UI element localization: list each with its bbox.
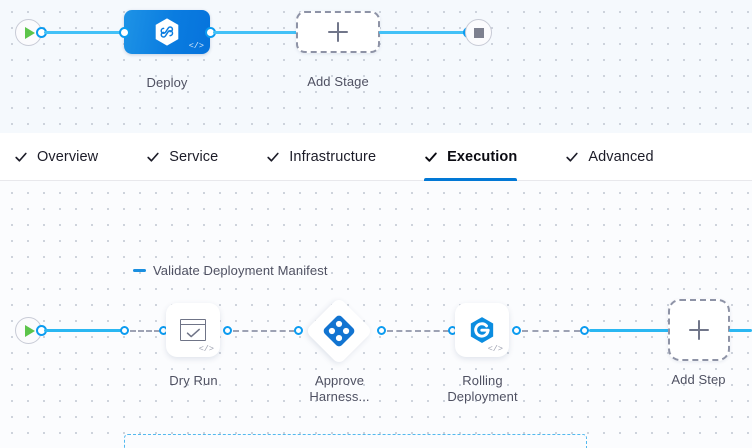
rolling-output-port[interactable]	[512, 326, 521, 335]
connector-addstep-right	[729, 329, 752, 332]
approve-output-port[interactable]	[377, 326, 386, 335]
step-node-dry-run[interactable]: </>	[166, 303, 220, 357]
plus-icon	[689, 320, 709, 340]
step-group-title: Validate Deployment Manifest	[153, 263, 328, 278]
dry-run-output-port[interactable]	[223, 326, 232, 335]
deploy-code-badge: </>	[188, 41, 204, 51]
stage-node-deploy[interactable]: </>	[124, 10, 210, 54]
connector-start-group	[44, 329, 122, 332]
tab-label-infrastructure: Infrastructure	[289, 148, 377, 165]
dashed-connector-dryrun-approve	[233, 330, 295, 332]
group-exit-port[interactable]	[580, 326, 589, 335]
tab-overview[interactable]: Overview	[0, 133, 114, 181]
stop-icon	[473, 27, 484, 38]
rolling-code-badge: </>	[487, 344, 503, 354]
approve-harness-card[interactable]	[305, 297, 373, 365]
step-label-rolling-deployment: Rolling Deployment	[447, 373, 518, 404]
dashed-connector-approve-rolling	[387, 330, 449, 332]
deploy-input-port[interactable]	[119, 27, 130, 38]
check-icon	[15, 152, 27, 162]
step-group-header[interactable]: Validate Deployment Manifest	[133, 263, 328, 278]
play-icon	[25, 324, 35, 337]
harness-approval-diamond-icon	[323, 315, 355, 347]
step-group-validate-deployment-manifest[interactable]	[124, 434, 587, 448]
add-step-label: Add Step	[671, 372, 726, 387]
minus-icon[interactable]	[133, 269, 146, 272]
check-icon	[566, 152, 578, 162]
pipeline-end-node[interactable]	[465, 19, 492, 46]
add-stage-button[interactable]	[296, 11, 380, 53]
dashed-connector-rolling-groupexit	[522, 330, 580, 332]
dry-run-card[interactable]: </>	[166, 303, 220, 357]
rolling-deployment-icon	[470, 317, 494, 343]
stage-deploy-card[interactable]: </>	[124, 10, 210, 54]
group-entry-port[interactable]	[120, 326, 129, 335]
tab-service[interactable]: Service	[130, 133, 234, 181]
dashed-connector-group-dryrun	[130, 330, 160, 332]
tab-execution[interactable]: Execution	[408, 133, 533, 181]
connector-deploy-addstage	[213, 31, 298, 34]
play-icon	[25, 26, 35, 39]
add-step-button[interactable]	[668, 299, 730, 361]
plus-icon	[328, 22, 348, 42]
execution-graph-canvas[interactable]: Validate Deployment Manifest </> Dry Run	[0, 181, 752, 448]
step-label-dry-run: Dry Run	[169, 373, 218, 388]
stage-label-deploy: Deploy	[146, 75, 188, 90]
dry-run-code-badge: </>	[198, 344, 214, 354]
connector-start-deploy	[44, 31, 126, 34]
tab-label-overview: Overview	[37, 148, 99, 165]
shell-script-check-icon	[180, 319, 206, 341]
stage-config-tabs[interactable]: Overview Service Infrastructure Executio…	[0, 133, 752, 181]
tab-label-execution: Execution	[447, 148, 518, 165]
step-node-rolling-deployment[interactable]: </>	[455, 303, 509, 357]
check-icon	[267, 152, 279, 162]
tab-infrastructure[interactable]: Infrastructure	[250, 133, 392, 181]
step-label-approve-harness: Approve Harness...	[309, 373, 370, 404]
check-icon	[147, 152, 159, 162]
approve-input-port[interactable]	[294, 326, 303, 335]
tab-label-service: Service	[169, 148, 219, 165]
harness-hexagon-icon	[155, 18, 179, 46]
stage-graph-canvas[interactable]: </> Deploy Add Stage	[0, 0, 752, 133]
rolling-deployment-card[interactable]: </>	[455, 303, 509, 357]
connector-group-addstep	[589, 329, 669, 332]
tab-label-advanced: Advanced	[588, 148, 654, 165]
add-stage-label: Add Stage	[307, 74, 369, 89]
check-icon	[425, 152, 437, 162]
step-node-approve-harness[interactable]	[305, 297, 373, 365]
tab-advanced[interactable]: Advanced	[549, 133, 669, 181]
connector-addstage-end	[379, 31, 470, 34]
